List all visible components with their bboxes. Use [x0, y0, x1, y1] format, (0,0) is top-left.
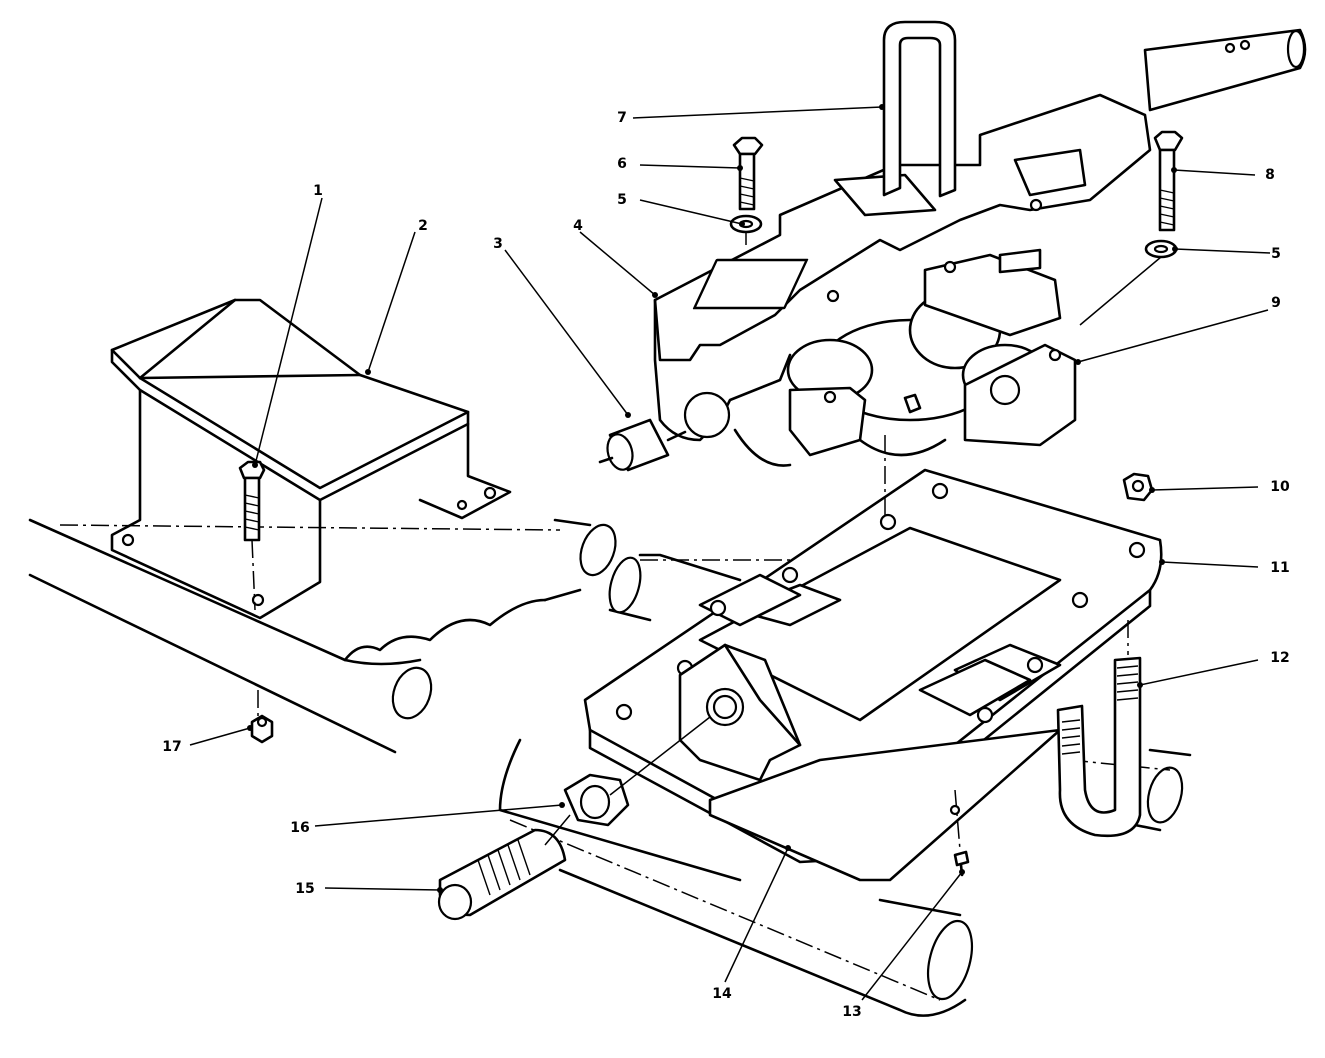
u-bolt-nut: [1122, 472, 1154, 502]
frame-nut: [250, 690, 274, 744]
callout-leaders: [189, 104, 1271, 1001]
callout-7: 7: [617, 110, 627, 126]
lower-frame-tube: [498, 738, 974, 1017]
callout-2: 2: [418, 218, 428, 234]
right-bolt: [1079, 130, 1184, 326]
u-handle: [882, 20, 957, 198]
callout-4: 4: [573, 218, 583, 234]
threaded-stud: [437, 814, 571, 921]
callout-16: 16: [290, 820, 309, 836]
callout-5-right: 5: [1271, 246, 1281, 262]
callout-17: 17: [162, 739, 181, 755]
callout-labels: 1 2 3 4 5 5 6 7 8 9 10 11 12 13 14 15 16…: [162, 110, 1290, 1020]
callout-6: 6: [617, 156, 627, 172]
u-bolt: [1056, 620, 1142, 838]
step-bracket: [110, 298, 512, 620]
callout-3: 3: [493, 236, 503, 252]
left-bolt: [729, 136, 764, 245]
universal-joint: [733, 248, 1077, 467]
callout-13: 13: [842, 1004, 861, 1020]
callout-11: 11: [1270, 560, 1289, 576]
clevis-block: [678, 643, 802, 782]
callout-5-left: 5: [617, 192, 627, 208]
callout-1: 1: [313, 183, 323, 199]
shim-plate: [708, 728, 1062, 882]
callout-9: 9: [1271, 295, 1281, 311]
large-nut: [563, 716, 711, 827]
callout-8: 8: [1265, 167, 1275, 183]
callout-15: 15: [295, 881, 314, 897]
bushing: [598, 418, 687, 472]
callout-10: 10: [1270, 479, 1290, 495]
bracket-bolt: [238, 460, 266, 611]
callout-14: 14: [712, 986, 732, 1002]
left-frame-tube: [28, 518, 617, 754]
callout-12: 12: [1270, 650, 1289, 666]
